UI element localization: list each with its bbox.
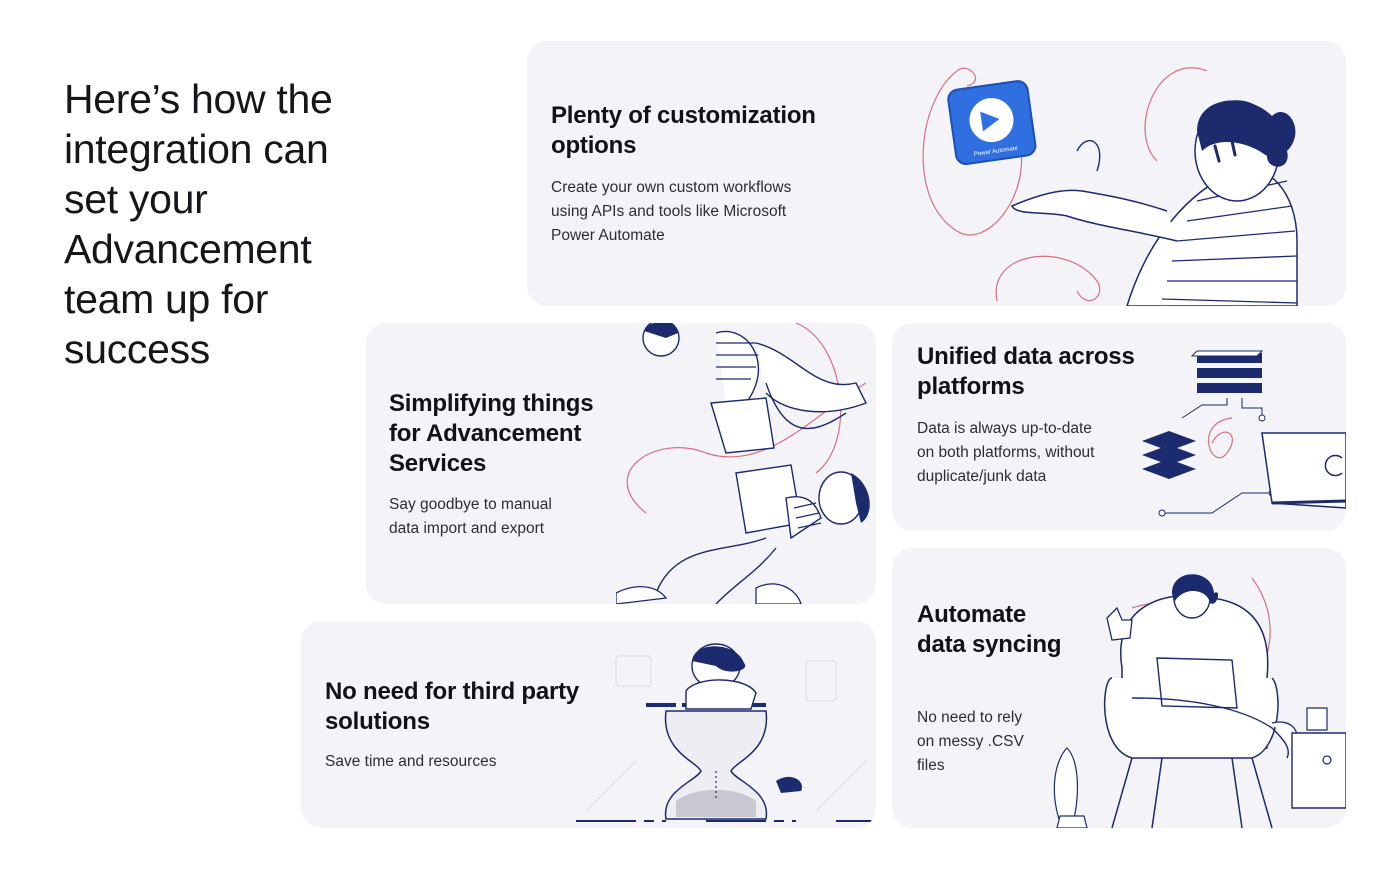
card-title: Plenty of customization options — [551, 102, 816, 159]
page-headline: Here’s how the integration can set your … — [64, 76, 333, 372]
card-automate-syncing: Automate data syncing No need to rely on… — [892, 548, 1346, 828]
card-title: Unified data across platforms — [917, 343, 1135, 400]
card-title: Automate data syncing — [917, 601, 1062, 658]
card-customization-options: Plenty of customization options Create y… — [527, 41, 1346, 306]
card-body: No need to rely on messy .CSV files — [917, 709, 1024, 774]
card-body: Create your own custom workflows using A… — [551, 179, 792, 244]
hourglass-illustration — [576, 643, 876, 822]
chair-laptop-illustration — [1053, 574, 1346, 828]
card-body: Say goodbye to manual data import and ex… — [389, 496, 552, 537]
card-body: Save time and resources — [325, 753, 497, 770]
person-illustration: Power Automate — [922, 67, 1298, 306]
card-unified-data: Unified data across platforms Data is al… — [892, 323, 1346, 531]
card-title: Simplifying things for Advancement Servi… — [389, 390, 594, 477]
card-simplifying-things: Simplifying things for Advancement Servi… — [366, 323, 876, 604]
database-stack-icon — [1142, 350, 1346, 517]
card-no-third-party: No need for third party solutions Save t… — [301, 621, 876, 828]
card-title: No need for third party solutions — [325, 678, 580, 735]
card-body: Data is always up-to-date on both platfo… — [917, 420, 1095, 485]
puzzle-illustration — [616, 323, 870, 604]
